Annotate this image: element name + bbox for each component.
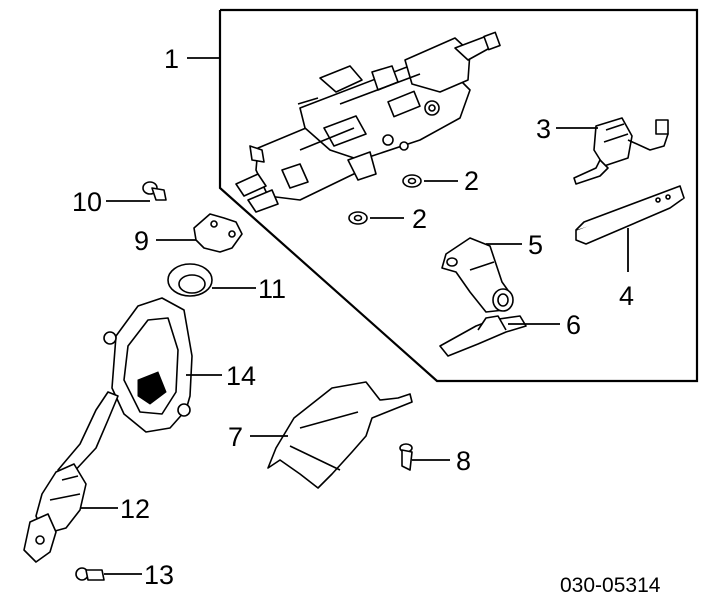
callout-13: 13 [144,560,174,590]
diagram-code: 030-05314 [560,574,661,597]
callout-2a: 2 [464,166,479,196]
bracket-plate [575,185,685,245]
callout-3: 3 [536,114,551,144]
clip-fastener [399,443,413,471]
callout-11: 11 [258,274,286,304]
callout-14: 14 [226,361,256,391]
callout-12: 12 [120,494,150,524]
bolt-small [142,181,167,201]
bolt-lower [75,567,105,581]
dust-boot-plate [103,297,193,433]
lever-bracket [439,315,527,357]
callout-7: 7 [228,422,243,452]
lock-housing [441,237,514,313]
callout-5: 5 [528,230,543,260]
switch-with-connector [573,117,669,185]
callout-2b: 2 [412,204,427,234]
callout-9: 9 [134,226,149,256]
column-bracket [193,213,243,253]
inset-frame [218,8,699,383]
callout-6: 6 [566,310,581,340]
nut-lower [348,211,368,225]
column-cover [267,381,413,489]
nut-upper [402,174,422,188]
callout-8: 8 [456,446,471,476]
bearing-seal [167,263,213,297]
callout-10: 10 [72,187,102,217]
intermediate-shaft [23,391,119,563]
steering-column-assembly [235,31,501,213]
callout-1: 1 [164,44,179,74]
callout-4: 4 [619,281,634,311]
